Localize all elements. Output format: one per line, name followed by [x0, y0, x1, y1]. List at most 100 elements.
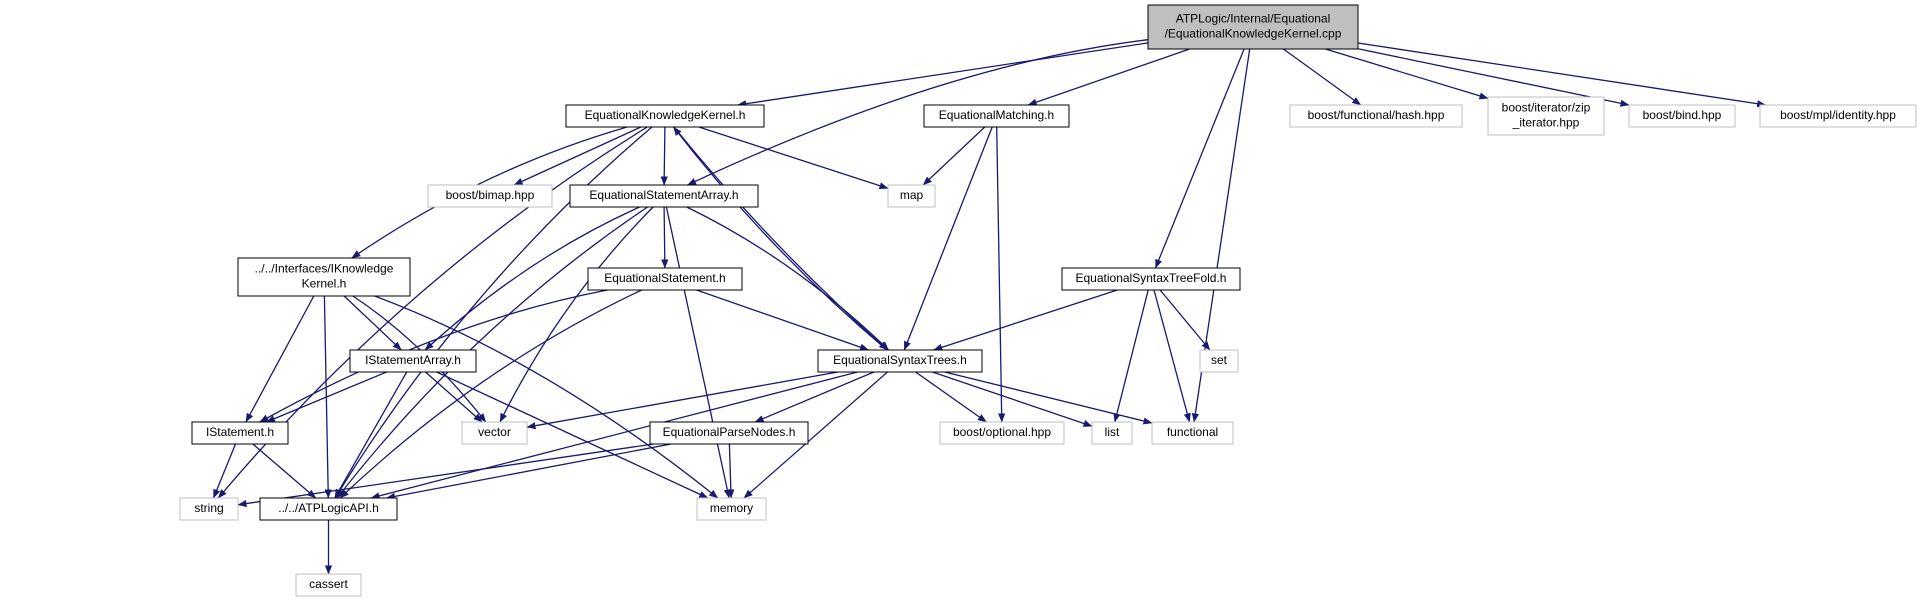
node-label: IStatement.h	[206, 425, 274, 439]
edge-root-to-identity	[1357, 42, 1767, 108]
edge-ekk_h-to-ikk_h	[351, 126, 628, 259]
node-functional: functional	[1151, 421, 1234, 445]
edge-ikk_h-to-is_h	[245, 295, 315, 423]
edge-epn_h-to-api_h	[386, 443, 672, 500]
edge-ikk_h-to-api_h	[323, 295, 332, 499]
node-hash: boost/functional/hash.hpp	[1289, 104, 1463, 128]
node-label: /EquationalKnowledgeKernel.cpp	[1165, 27, 1342, 41]
node-ekk-h[interactable]: EquationalKnowledgeKernel.h	[565, 104, 765, 128]
node-box	[191, 421, 289, 445]
node-label: ATPLogic/Internal/Equational	[1176, 12, 1331, 26]
node-box	[696, 497, 767, 521]
node-label: IStatementArray.h	[365, 353, 461, 367]
edge-est_h-to-epn_h	[754, 371, 875, 423]
node-box	[1151, 421, 1234, 445]
node-label: ../../Interfaces/IKnowledge	[255, 262, 394, 276]
edge-esa_h-to-es_h	[661, 206, 669, 269]
node-box	[649, 421, 809, 445]
node-label: EquationalSyntaxTrees.h	[833, 353, 967, 367]
node-label: cassert	[309, 577, 348, 591]
edge-estf_h-to-list	[1113, 289, 1149, 423]
node-label: boost/mpl/identity.hpp	[1780, 108, 1896, 122]
node-match-h[interactable]: EquationalMatching.h	[923, 104, 1070, 128]
node-esa-h[interactable]: EquationalStatementArray.h	[569, 184, 759, 208]
edge-est_h-to-ekk_h	[672, 126, 888, 351]
edge-ekk_h-to-est_h	[673, 126, 889, 351]
edge-match_h-to-est_h	[903, 126, 993, 351]
node-isa-h[interactable]: IStatementArray.h	[349, 349, 477, 373]
node-label: EquationalStatementArray.h	[589, 188, 738, 202]
node-label: memory	[710, 501, 753, 515]
edge-epn_h-to-memory	[727, 443, 735, 499]
edge-root-to-match_h	[1027, 48, 1190, 106]
edge-esa_h-to-vector	[499, 206, 654, 423]
node-label: EquationalKnowledgeKernel.h	[585, 108, 746, 122]
edge-match_h-to-map	[922, 126, 986, 186]
node-root[interactable]: ATPLogic/Internal/Equational/EquationalK…	[1147, 4, 1359, 50]
node-es-h[interactable]: EquationalStatement.h	[587, 267, 743, 291]
edge-est_h-to-memory	[743, 371, 888, 499]
node-epn-h[interactable]: EquationalParseNodes.h	[649, 421, 809, 445]
node-label: EquationalParseNodes.h	[663, 425, 796, 439]
edge-estf_h-to-set	[1159, 289, 1211, 351]
node-label: Kernel.h	[302, 277, 347, 291]
node-label: boost/bind.hpp	[1643, 108, 1722, 122]
node-box	[569, 184, 759, 208]
node-is-h[interactable]: IStatement.h	[191, 421, 289, 445]
node-box	[349, 349, 477, 373]
edge-est_h-to-optional	[915, 371, 987, 423]
node-map: map	[887, 184, 936, 208]
node-label: EquationalMatching.h	[939, 108, 1054, 122]
node-bind: boost/bind.hpp	[1628, 104, 1736, 128]
edge-is_h-to-string	[212, 443, 237, 499]
node-box	[565, 104, 765, 128]
edge-esa_h-to-api_h	[336, 206, 648, 499]
edge-estf_h-to-est_h	[933, 289, 1118, 351]
node-box	[1091, 421, 1133, 445]
edge-ekk_h-to-esa_h	[660, 126, 668, 186]
node-box	[259, 497, 398, 521]
node-label: boost/functional/hash.hpp	[1308, 108, 1445, 122]
node-api-h[interactable]: ../../ATPLogicAPI.h	[259, 497, 398, 521]
edge-ikk_h-to-memory	[374, 295, 719, 499]
node-box	[923, 104, 1070, 128]
node-box	[587, 267, 743, 291]
edge-es_h-to-is_h	[259, 289, 608, 423]
node-memory: memory	[696, 497, 767, 521]
edge-est_h-to-api_h	[370, 371, 858, 500]
edge-estf_h-to-functional	[1153, 289, 1191, 423]
node-label: list	[1105, 425, 1120, 439]
node-label: boost/optional.hpp	[953, 425, 1051, 439]
edge-match_h-to-optional	[996, 126, 1006, 423]
node-label: set	[1211, 353, 1228, 367]
edge-es_h-to-api_h	[339, 289, 642, 499]
node-set: set	[1199, 349, 1239, 373]
node-cassert: cassert	[295, 573, 362, 597]
edge-epn_h-to-string	[237, 443, 654, 508]
node-box	[461, 421, 528, 445]
node-box	[295, 573, 362, 597]
node-box	[1199, 349, 1239, 373]
node-box	[179, 497, 239, 521]
node-est-h[interactable]: EquationalSyntaxTrees.h	[817, 349, 983, 373]
edge-is_h-to-api_h	[252, 443, 317, 499]
edge-isa_h-to-memory	[436, 371, 709, 499]
node-box	[237, 257, 411, 297]
node-box	[1487, 96, 1605, 136]
node-bimap: boost/bimap.hpp	[427, 184, 553, 208]
edge-esa_h-to-est_h	[686, 206, 890, 351]
edge-isa_h-to-vector	[425, 371, 483, 423]
node-estf-h[interactable]: EquationalSyntaxTreeFold.h	[1061, 267, 1241, 291]
node-label: _iterator.hpp	[1512, 116, 1580, 130]
edge-root-to-esa_h	[687, 39, 1149, 186]
edge-est_h-to-vector	[526, 371, 839, 430]
edge-esa_h-to-isa_h	[424, 206, 640, 351]
node-label: vector	[478, 425, 511, 439]
edge-es_h-to-est_h	[696, 289, 869, 351]
node-label: string	[194, 501, 223, 515]
node-list: list	[1091, 421, 1133, 445]
edge-root-to-zip	[1325, 48, 1489, 100]
edge-root-to-hash	[1283, 48, 1362, 106]
